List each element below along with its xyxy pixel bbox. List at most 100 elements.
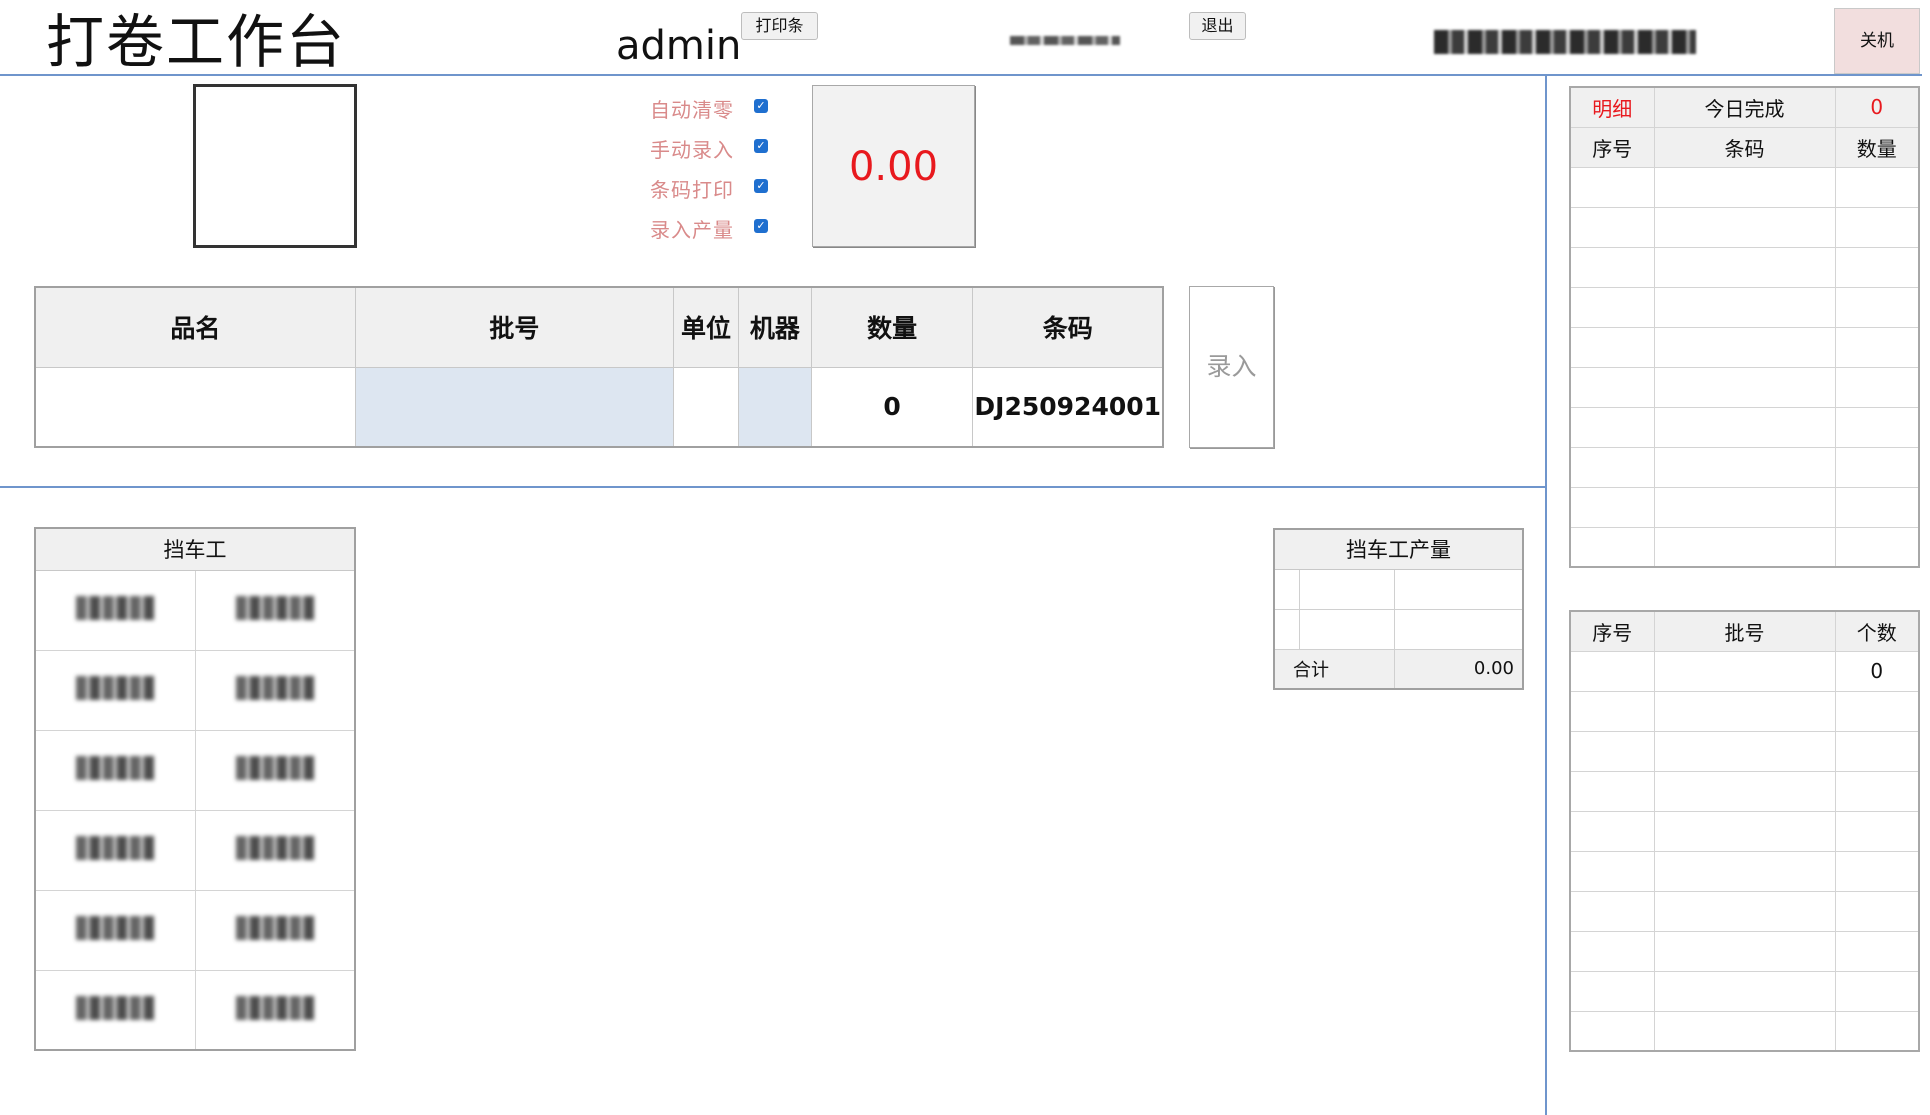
column-header: 品名 xyxy=(34,286,356,368)
barcode-cell[interactable]: DJ250924001 xyxy=(972,366,1164,448)
table-row xyxy=(1569,446,1920,488)
table-row xyxy=(1569,1010,1920,1052)
option-label: 条码打印 xyxy=(650,178,734,202)
column-header: 数量 xyxy=(1834,126,1920,168)
table-row xyxy=(1569,970,1920,1012)
table-row xyxy=(1569,206,1920,248)
batch-header-row: 序号 批号 个数 xyxy=(1569,610,1920,652)
redacted-worker-name xyxy=(235,916,314,940)
table-row xyxy=(1569,406,1920,448)
table-row xyxy=(1273,608,1524,650)
redacted-worker-name xyxy=(235,676,314,700)
worker-row xyxy=(34,729,356,811)
entry-table: 品名 批号 单位 机器 数量 条码 0 DJ250924001 xyxy=(34,286,1164,448)
done-today-label: 今日完成 xyxy=(1653,86,1836,128)
option-record-output[interactable]: 录入产量 ✓ xyxy=(620,206,768,246)
column-header: 数量 xyxy=(810,286,974,368)
worker-button[interactable] xyxy=(194,569,356,651)
checkbox-icon[interactable]: ✓ xyxy=(754,139,768,153)
total-value: 0.00 xyxy=(1393,648,1524,690)
worker-button[interactable] xyxy=(194,969,356,1051)
worker-row xyxy=(34,649,356,731)
option-label: 录入产量 xyxy=(650,218,734,242)
quantity-cell[interactable]: 0 xyxy=(810,366,974,448)
option-label: 手动录入 xyxy=(650,138,734,162)
redacted-worker-name xyxy=(235,596,314,620)
total-label: 合计 xyxy=(1273,648,1395,690)
table-row xyxy=(1569,486,1920,528)
redacted-worker-name xyxy=(76,596,155,620)
redacted-worker-name xyxy=(235,995,314,1020)
worker-button[interactable] xyxy=(194,889,356,971)
table-row xyxy=(1569,246,1920,288)
done-today-count: 0 xyxy=(1834,86,1920,128)
column-header: 序号 xyxy=(1569,610,1655,652)
machine-cell[interactable] xyxy=(737,366,812,448)
product-name-cell[interactable] xyxy=(34,366,356,448)
checkbox-icon[interactable]: ✓ xyxy=(754,179,768,193)
redacted-worker-name xyxy=(235,756,314,780)
shutdown-button[interactable]: 关机 xyxy=(1834,8,1920,74)
checkbox-icon[interactable]: ✓ xyxy=(754,219,768,233)
column-header: 序号 xyxy=(1569,126,1655,168)
unit-cell[interactable] xyxy=(673,366,739,448)
worker-output-title: 挡车工产量 xyxy=(1274,529,1523,570)
table-row xyxy=(1569,930,1920,972)
worker-row xyxy=(34,809,356,891)
column-header: 单位 xyxy=(673,286,739,368)
table-row xyxy=(1569,526,1920,568)
worker-button[interactable] xyxy=(194,809,356,891)
checkbox-icon[interactable]: ✓ xyxy=(754,99,768,113)
table-row: 0 xyxy=(1569,650,1920,692)
worker-button[interactable] xyxy=(34,729,196,811)
worker-button[interactable] xyxy=(194,729,356,811)
worker-button[interactable] xyxy=(34,889,196,971)
detail-header-row: 序号 条码 数量 xyxy=(1569,126,1920,168)
table-row xyxy=(1569,890,1920,932)
photo-frame xyxy=(193,84,357,248)
workers-panel: 挡车工 xyxy=(34,527,356,1051)
table-row xyxy=(1273,568,1524,610)
table-row xyxy=(1569,166,1920,208)
tab-detail[interactable]: 明细 xyxy=(1569,86,1655,128)
workers-title: 挡车工 xyxy=(35,528,355,571)
worker-button[interactable] xyxy=(34,969,196,1051)
redacted-worker-name xyxy=(76,676,155,700)
redacted-worker-name xyxy=(235,836,314,860)
batch-cell[interactable] xyxy=(354,366,675,448)
worker-button[interactable] xyxy=(34,569,196,651)
entry-row: 0 DJ250924001 xyxy=(34,366,1164,448)
worker-button[interactable] xyxy=(34,649,196,731)
worker-button[interactable] xyxy=(194,649,356,731)
middle-divider xyxy=(0,486,1546,488)
batch-count: 0 xyxy=(1834,650,1920,692)
redacted-info xyxy=(1010,36,1120,45)
exit-button[interactable]: 退出 xyxy=(1189,12,1246,40)
redacted-datetime xyxy=(1434,30,1696,54)
header-divider xyxy=(0,74,1922,76)
table-row xyxy=(1569,770,1920,812)
column-header: 机器 xyxy=(737,286,812,368)
enter-button[interactable]: 录入 xyxy=(1189,286,1274,448)
detail-summary-row: 明细 今日完成 0 xyxy=(1569,86,1920,128)
batch-summary-table: 序号 批号 个数 0 xyxy=(1569,610,1920,1052)
weight-display: 0.00 xyxy=(812,85,975,247)
option-manual-entry[interactable]: 手动录入 ✓ xyxy=(620,126,768,166)
table-row xyxy=(1569,326,1920,368)
app-title: 打卷工作台 xyxy=(46,8,347,76)
worker-button[interactable] xyxy=(34,809,196,891)
column-header: 批号 xyxy=(354,286,675,368)
worker-row xyxy=(34,969,356,1051)
column-header: 批号 xyxy=(1653,610,1836,652)
table-row xyxy=(1569,810,1920,852)
table-row xyxy=(1569,690,1920,732)
option-barcode-print[interactable]: 条码打印 ✓ xyxy=(620,166,768,206)
table-row xyxy=(1569,850,1920,892)
worker-row xyxy=(34,889,356,971)
detail-table: 明细 今日完成 0 序号 条码 数量 xyxy=(1569,86,1920,568)
worker-output-table: 挡车工产量 合计 0.00 xyxy=(1273,528,1524,690)
print-label-button[interactable]: 打印条 xyxy=(741,12,818,40)
option-auto-clear[interactable]: 自动清零 ✓ xyxy=(620,86,768,126)
redacted-worker-name xyxy=(76,995,155,1020)
